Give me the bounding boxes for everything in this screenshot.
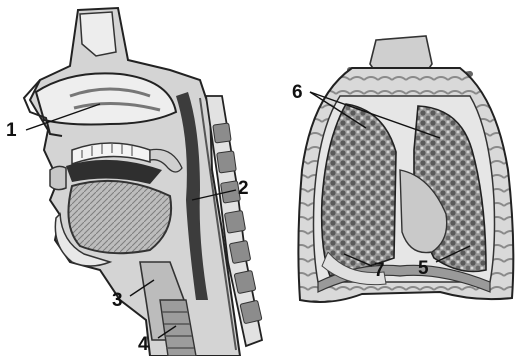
label-1: 1 bbox=[6, 120, 17, 141]
tongue bbox=[68, 181, 171, 253]
label-2: 2 bbox=[238, 178, 249, 199]
label-3: 3 bbox=[112, 290, 123, 311]
thorax-lungs bbox=[298, 36, 513, 302]
label-7: 7 bbox=[374, 260, 385, 281]
lips bbox=[50, 166, 66, 189]
label-6: 6 bbox=[292, 82, 303, 103]
head-neck-sagittal-section bbox=[24, 8, 262, 356]
label-4: 4 bbox=[138, 334, 149, 355]
label-5: 5 bbox=[418, 258, 429, 279]
